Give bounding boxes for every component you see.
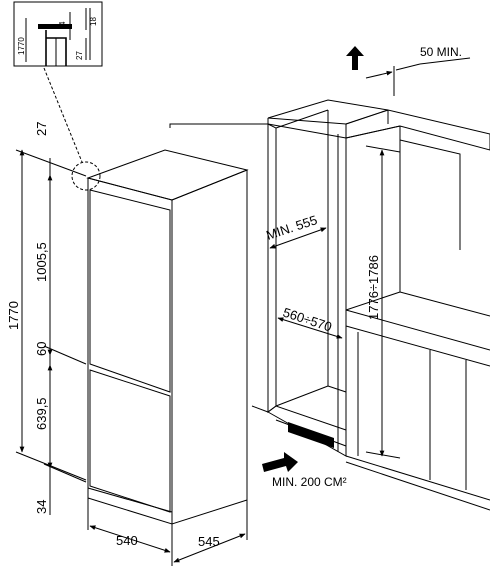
appliance-drawing [86,149,249,525]
appliance-height-dimensions: 1770 27 1005,5 60 639,5 34 [6,122,87,515]
min-depth-label: MIN. 555 [264,212,319,243]
depth-label: 545 [198,534,220,549]
detail-circle [71,161,101,191]
ventilation-label: MIN. 200 CM² [272,475,347,489]
inset-side-label: 27 [75,51,84,60]
niche-dimensions: 50 MIN. MIN. 555 560÷570 1776÷1786 MIN. … [262,45,471,489]
lower-door-label: 639,5 [34,397,49,430]
inset-top-label: 4 [58,21,67,26]
width-label: 540 [116,533,138,548]
inset-gap-label: 18 [89,17,98,26]
upper-door-label: 1005,5 [34,242,49,282]
top-gap-label: 27 [34,122,49,136]
niche-height-label: 1776÷1786 [366,255,381,320]
total-height-label: 1770 [6,301,21,330]
bottom-gap-label: 34 [34,500,49,514]
ventilation-arrow-icon [262,452,298,472]
niche-width-label: 560÷570 [281,305,334,335]
niche-drawing [169,99,490,511]
top-clearance-label: 50 MIN. [420,45,462,59]
middle-gap-label: 60 [34,342,49,356]
detail-leader [43,67,83,163]
inset-height-label: 1770 [17,37,26,55]
detail-inset: 1770 4 18 27 [13,1,103,67]
appliance-footprint-dimensions: 540 545 [87,498,248,566]
up-arrow-icon [346,46,364,70]
